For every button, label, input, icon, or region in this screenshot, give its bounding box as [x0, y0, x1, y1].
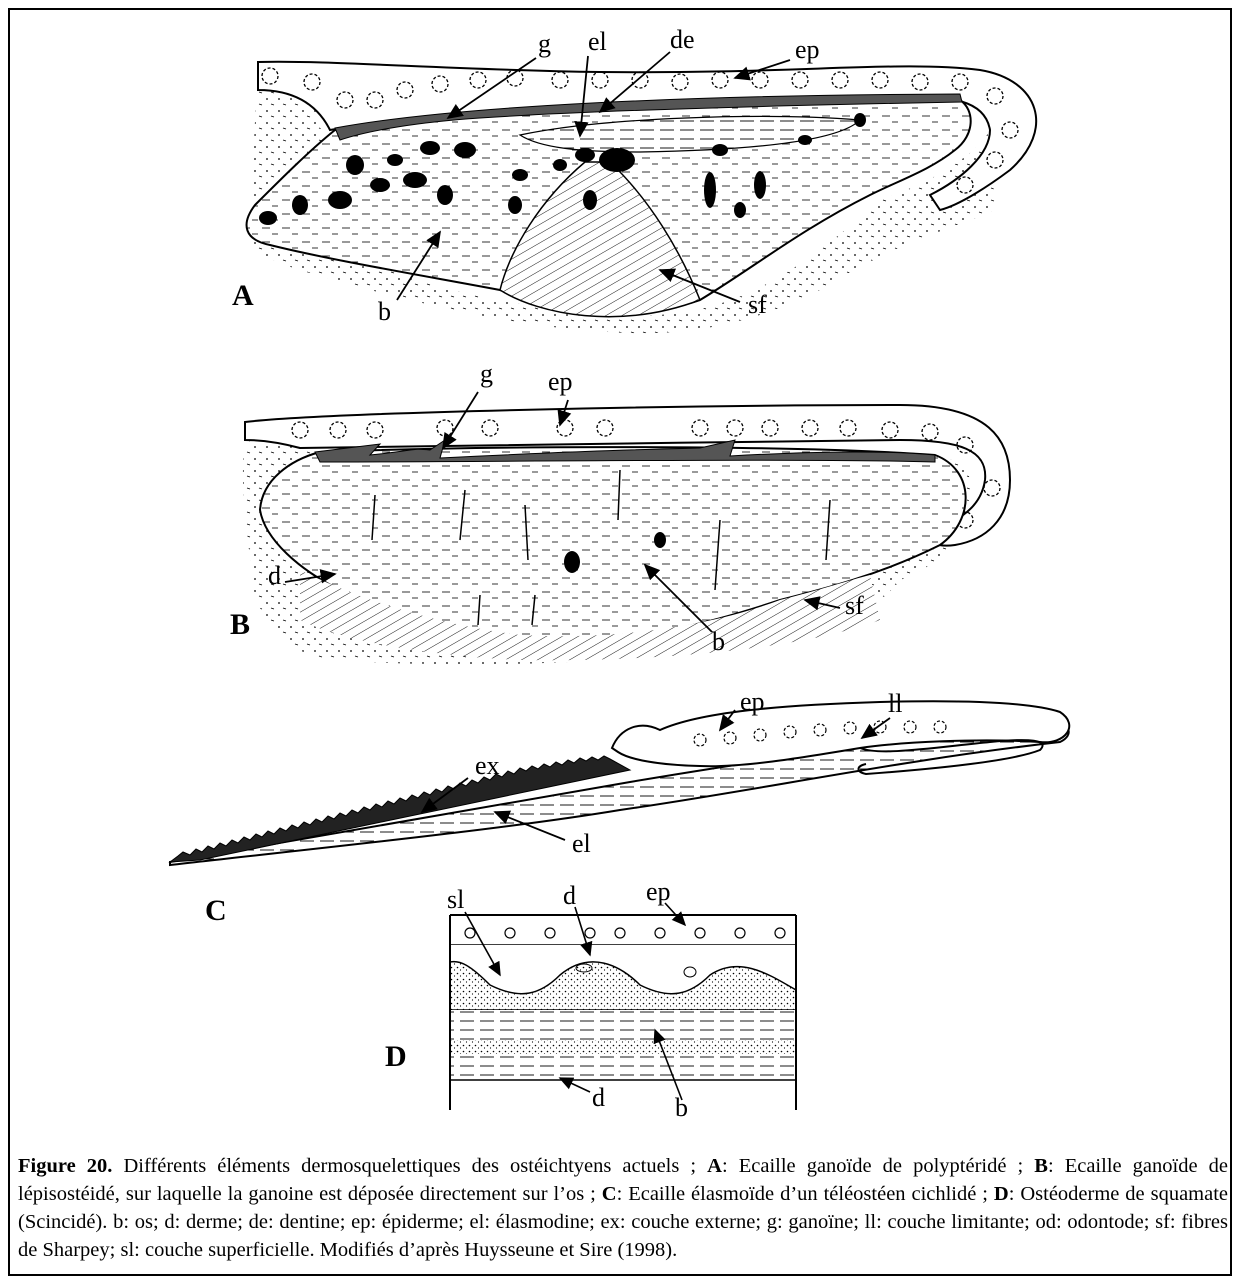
panel-a-label-g: g: [538, 29, 551, 58]
caption-key-c: C: [602, 1183, 617, 1205]
panel-b-letter: B: [230, 608, 250, 641]
panel-b: g ep d sf b B: [230, 359, 1010, 664]
panel-c-label-el: el: [572, 829, 591, 858]
caption-title: Figure 20.: [18, 1155, 112, 1177]
panel-b-label-ep: ep: [548, 367, 573, 396]
panel-a: g el de ep b sf A: [232, 25, 1036, 333]
panel-d: sl d ep d b D: [385, 877, 796, 1122]
panel-d-label-b: b: [675, 1093, 688, 1122]
figure-illustration: g el de ep b sf A: [0, 0, 1244, 1150]
panel-c-label-ll: ll: [888, 689, 902, 718]
panel-c-label-ex: ex: [475, 751, 500, 780]
caption-intro: Différents éléments dermosquelettiques d…: [112, 1155, 707, 1177]
panel-b-label-sf: sf: [845, 591, 864, 620]
panel-a-label-ep: ep: [795, 35, 820, 64]
panel-c: ep ll ex el C: [170, 687, 1069, 927]
panel-a-label-el: el: [588, 27, 607, 56]
panel-c-label-ep: ep: [740, 687, 765, 716]
caption-key-b: B: [1034, 1155, 1048, 1177]
figure-caption: Figure 20. Différents éléments dermosque…: [18, 1152, 1228, 1268]
panel-c-letter: C: [205, 894, 227, 927]
panel-a-letter: A: [232, 279, 254, 312]
panel-d-letter: D: [385, 1040, 407, 1073]
panel-a-label-de: de: [670, 25, 695, 54]
panel-b-label-d: d: [268, 561, 281, 590]
panel-d-label-sl: sl: [447, 885, 464, 914]
panel-d-label-d-top: d: [563, 881, 576, 910]
panel-a-label-b: b: [378, 297, 391, 326]
panel-b-label-g: g: [480, 359, 493, 388]
panel-b-label-b: b: [712, 627, 725, 656]
panel-a-label-sf: sf: [748, 290, 767, 319]
panel-d-label-d-bottom: d: [592, 1083, 605, 1112]
caption-text-c: : Ecaille élasmoïde d’un téléostéen cich…: [617, 1183, 994, 1205]
panel-d-label-ep: ep: [646, 877, 671, 906]
caption-key-d: D: [994, 1183, 1009, 1205]
caption-key-a: A: [707, 1155, 722, 1177]
caption-text-a: : Ecaille ganoïde de polyptéridé ;: [722, 1155, 1034, 1177]
